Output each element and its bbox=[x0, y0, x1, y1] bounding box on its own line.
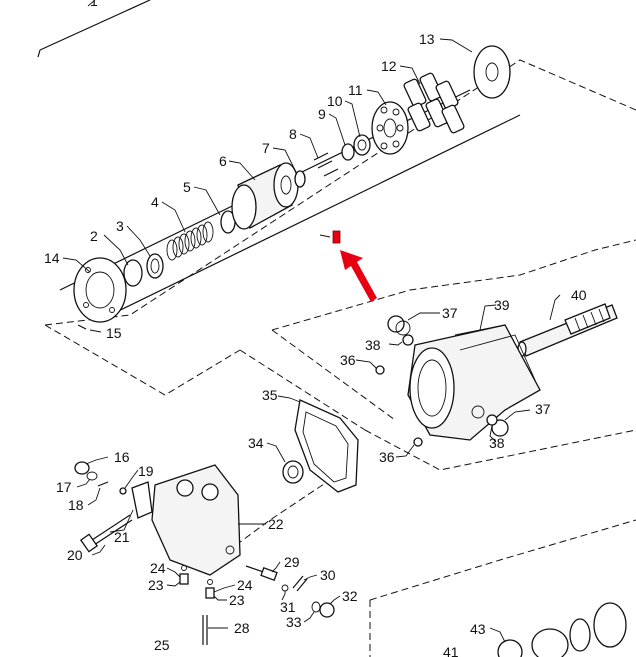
part-24-23-fittings bbox=[179, 565, 215, 599]
callout-21: 21 bbox=[114, 529, 130, 545]
callout-11: 11 bbox=[348, 82, 363, 98]
part-18-screw bbox=[97, 481, 109, 487]
callout-37-lower: 37 bbox=[535, 401, 551, 417]
callout-17: 17 bbox=[56, 479, 72, 495]
part-9-ring bbox=[341, 143, 355, 161]
part-2-ring bbox=[123, 259, 143, 287]
part-13-disc bbox=[473, 45, 511, 99]
leader-lines bbox=[62, 0, 561, 643]
callout-29: 29 bbox=[284, 554, 300, 570]
callout-41: 41 bbox=[443, 644, 459, 657]
callout-8: 8 bbox=[289, 126, 297, 142]
callout-16: 16 bbox=[114, 449, 130, 465]
callout-34: 34 bbox=[248, 435, 264, 451]
part-35-gasket bbox=[294, 399, 359, 493]
callout-30: 30 bbox=[320, 567, 336, 583]
callout-40: 40 bbox=[571, 287, 587, 303]
part-12-pistons bbox=[403, 72, 465, 134]
callout-5: 5 bbox=[183, 179, 191, 195]
callout-33: 33 bbox=[286, 614, 302, 630]
part-16-cap bbox=[74, 461, 90, 475]
callout-7: 7 bbox=[262, 140, 270, 156]
part-37-cap-upper bbox=[387, 315, 411, 336]
callout-1: 1 bbox=[90, 0, 98, 9]
part-38-oring-lower bbox=[486, 414, 498, 426]
callout-23-left: 23 bbox=[148, 577, 164, 593]
part-22-end-cover bbox=[151, 464, 241, 576]
callout-13: 13 bbox=[419, 31, 435, 47]
callout-18: 18 bbox=[68, 497, 84, 513]
part-10-bearing bbox=[353, 134, 371, 156]
part-34-bearing bbox=[282, 460, 304, 484]
callout-32: 32 bbox=[342, 588, 358, 604]
part-7-ring bbox=[294, 170, 306, 188]
part-33-oring bbox=[311, 601, 321, 613]
callout-28: 28 bbox=[234, 620, 250, 636]
callout-25: 25 bbox=[154, 637, 170, 653]
callout-20: 20 bbox=[67, 547, 83, 563]
callout-43: 43 bbox=[470, 621, 486, 637]
callout-24-right: 24 bbox=[237, 577, 253, 593]
part-20-bolt bbox=[79, 514, 133, 553]
callout-12: 12 bbox=[381, 58, 397, 74]
part-28-screw bbox=[202, 615, 208, 645]
part-31-ring bbox=[281, 584, 289, 592]
part-39-housing bbox=[407, 324, 541, 441]
part-4-spring bbox=[166, 221, 214, 261]
callout-31: 31 bbox=[280, 599, 296, 615]
part-11-retainer-plate bbox=[371, 101, 409, 155]
callout-39: 39 bbox=[494, 297, 510, 313]
callout-24-left: 24 bbox=[150, 560, 166, 576]
callout-19: 19 bbox=[138, 463, 154, 479]
lower-right-rings bbox=[497, 602, 627, 657]
part-36-plug-lower bbox=[413, 437, 423, 447]
part-19-fitting bbox=[119, 487, 127, 495]
part-29-valve-stem bbox=[245, 565, 278, 581]
part-32-cap bbox=[319, 602, 335, 618]
part-36-plug-upper bbox=[375, 365, 385, 375]
callout-labels: 1 2 3 4 5 6 7 8 9 10 11 12 13 14 15 37 3… bbox=[44, 0, 587, 657]
callout-38-lower: 38 bbox=[489, 435, 505, 451]
part-14-plate bbox=[73, 257, 127, 323]
part-38-oring-upper bbox=[402, 334, 414, 346]
callout-37-upper: 37 bbox=[442, 305, 458, 321]
part-40-shaft bbox=[517, 303, 618, 357]
callout-10: 10 bbox=[327, 93, 343, 109]
callout-36-lower: 36 bbox=[379, 449, 395, 465]
callout-22: 22 bbox=[268, 516, 284, 532]
highlight-marker bbox=[319, 230, 341, 244]
part-21-plate bbox=[131, 481, 153, 519]
part-3-ring bbox=[146, 253, 164, 279]
part-8-pins bbox=[313, 152, 339, 177]
callout-23-right: 23 bbox=[229, 592, 245, 608]
callout-9: 9 bbox=[318, 106, 326, 122]
callout-36-upper: 36 bbox=[340, 352, 356, 368]
callout-15: 15 bbox=[106, 325, 122, 341]
callout-2: 2 bbox=[90, 228, 98, 244]
callout-38-upper: 38 bbox=[365, 337, 381, 353]
part-30-spring bbox=[292, 575, 308, 592]
callout-35: 35 bbox=[262, 387, 278, 403]
callout-6: 6 bbox=[219, 153, 227, 169]
callout-3: 3 bbox=[116, 218, 124, 234]
callout-14: 14 bbox=[44, 250, 60, 266]
part-15-pin bbox=[77, 324, 87, 330]
callout-4: 4 bbox=[151, 194, 159, 210]
part-6-cylinder-block bbox=[231, 162, 299, 230]
assembly-boundaries bbox=[37, 0, 636, 657]
part-17-oring bbox=[86, 471, 98, 481]
pointer-arrow bbox=[340, 250, 377, 302]
